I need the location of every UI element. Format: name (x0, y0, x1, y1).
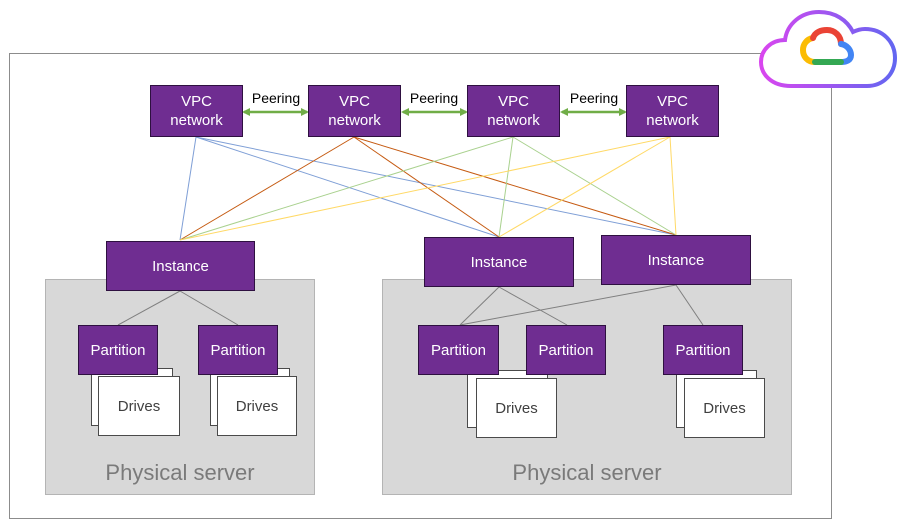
partition-2: Partition (198, 325, 278, 375)
link-instance2-partition3 (459, 286, 500, 326)
link-vpc2-instance2 (353, 136, 500, 238)
partition-3: Partition (418, 325, 499, 375)
vpc-network-4: VPC network (626, 85, 719, 137)
vpc-network-2: VPC network (308, 85, 401, 137)
physical-server-1: Physical server (45, 279, 315, 495)
link-vpc3-instance2 (498, 136, 514, 238)
link-vpc3-instance1 (179, 136, 514, 241)
link-vpc4-instance1 (179, 136, 671, 241)
vpc-network-1: VPC network (150, 85, 243, 137)
link-instance1-partition2 (179, 290, 239, 326)
google-cloud-logo-icon (758, 9, 898, 88)
link-instance3-partition3 (459, 284, 677, 326)
instance-2: Instance (424, 237, 574, 287)
physical-server-label: Physical server (512, 460, 662, 485)
physical-server-label: Physical server (105, 460, 255, 485)
google-cloud-mark (799, 26, 855, 65)
instance-1: Instance (106, 241, 255, 291)
partition-5: Partition (663, 325, 743, 375)
vpc-network-3: VPC network (467, 85, 560, 137)
link-vpc2-instance3 (353, 136, 677, 236)
link-vpc4-instance3 (669, 136, 677, 236)
link-vpc4-instance2 (498, 136, 671, 238)
drives-box: Drives (684, 378, 765, 438)
link-instance2-partition4 (498, 286, 568, 326)
link-vpc1-instance2 (195, 136, 500, 238)
instance-3: Instance (601, 235, 751, 285)
link-instance1-partition1 (117, 290, 181, 326)
link-vpc3-instance3 (512, 136, 677, 236)
link-instance3-partition5 (675, 284, 704, 326)
peering-label-3: Peering (569, 90, 619, 106)
link-vpc1-instance1 (179, 136, 197, 241)
drives-box: Drives (476, 378, 557, 438)
drives-box: Drives (217, 376, 297, 436)
partition-4: Partition (526, 325, 606, 375)
peering-label-1: Peering (251, 90, 301, 106)
drives-box: Drives (98, 376, 180, 436)
link-vpc2-instance1 (179, 136, 355, 241)
physical-server-2: Physical server (382, 279, 792, 495)
peering-label-2: Peering (409, 90, 459, 106)
partition-1: Partition (78, 325, 158, 375)
